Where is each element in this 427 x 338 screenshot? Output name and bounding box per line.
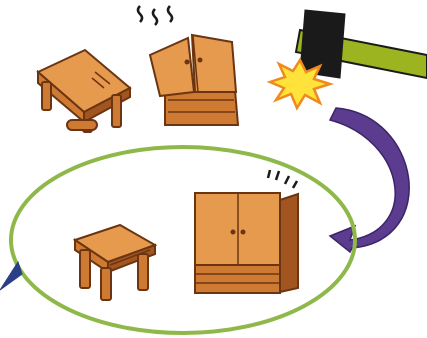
broken-wardrobe (136, 5, 240, 126)
hammer (294, 9, 427, 80)
impact-star (266, 57, 335, 111)
repaired-table (72, 223, 158, 301)
hammer-head (299, 9, 346, 79)
repaired-highlight-ellipse (9, 145, 357, 335)
curved-arrow (328, 107, 410, 254)
broken-leg (66, 119, 98, 131)
repaired-wardrobe (194, 169, 299, 294)
broken-table (36, 48, 132, 133)
left-arrow-fragment (0, 260, 23, 291)
